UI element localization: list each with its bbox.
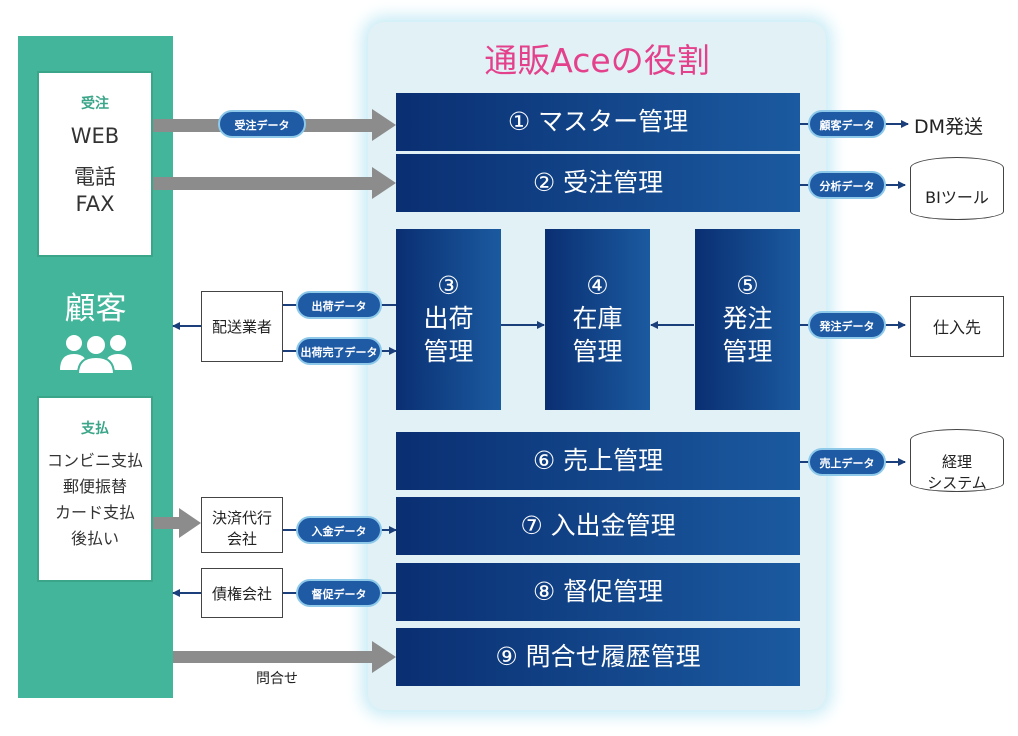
order-box-title: 受注: [81, 96, 109, 112]
dm-sending: DM発送: [914, 116, 984, 138]
module-purchase[interactable]: ⑤ 発注 管理: [695, 229, 800, 410]
payment-box-title: 支払: [81, 421, 109, 437]
module-inventory-line2: 管理: [572, 337, 623, 366]
pill-sales-data: 売上データ: [808, 448, 886, 476]
module-shipping-num: ③: [437, 271, 460, 300]
module-shipping-line2: 管理: [423, 337, 474, 366]
order-channels-box: 受注 WEB 電話 FAX: [37, 71, 153, 257]
diagram-title: 通販Aceの役割: [484, 41, 710, 80]
module-sales[interactable]: ⑥ 売上管理: [396, 432, 800, 490]
pill-payment-data: 入金データ: [296, 516, 382, 544]
delivery-company: 配送業者: [201, 291, 283, 362]
module-purchase-num: ⑤: [736, 271, 759, 300]
payment-agent-line2: 会社: [226, 530, 257, 548]
pill-shipping-data: 出荷データ: [296, 291, 382, 319]
pill-customer-data: 顧客データ: [808, 110, 886, 138]
payment-convenience: コンビニ支払: [46, 451, 143, 470]
module-payments[interactable]: ⑦ 入出金管理: [396, 497, 800, 555]
module-inquiry-history[interactable]: ⑨ 問合せ履歴管理: [396, 628, 800, 686]
accounting-system: 経理 システム: [910, 440, 1004, 492]
customer-label: 顧客: [64, 291, 127, 327]
module-order[interactable]: ② 受注管理: [396, 154, 800, 212]
module-inventory[interactable]: ④ 在庫 管理: [545, 229, 650, 410]
bi-tool: BIツール: [910, 168, 1004, 220]
module-dunning[interactable]: ⑧ 督促管理: [396, 563, 800, 621]
pill-shipping-done-data: 出荷完了データ: [296, 337, 382, 365]
module-shipping[interactable]: ③ 出荷 管理: [396, 229, 501, 410]
order-channel-fax: FAX: [75, 192, 115, 216]
module-purchase-line2: 管理: [722, 337, 773, 366]
collection-company: 債権会社: [201, 568, 283, 618]
payment-agent-line1: 決済代行: [211, 509, 272, 527]
accounting-line1: 経理: [941, 453, 972, 471]
pill-analysis-data: 分析データ: [808, 171, 886, 199]
people-icon: [60, 334, 132, 375]
module-inventory-line1: 在庫: [572, 304, 623, 333]
module-master[interactable]: ① マスター管理: [396, 93, 800, 151]
payment-card: カード支払: [54, 503, 135, 522]
pill-purchase-order-data: 発注データ: [808, 311, 886, 339]
pill-order-data: 受注データ: [218, 110, 306, 138]
pill-dunning-data: 督促データ: [296, 579, 382, 607]
order-channel-phone: 電話: [74, 165, 116, 189]
order-channel-web: WEB: [70, 124, 120, 148]
payment-postal: 郵便振替: [62, 477, 127, 496]
payment-deferred: 後払い: [70, 529, 119, 548]
payment-agent: 決済代行 会社: [201, 497, 283, 553]
payment-methods-box: 支払 コンビニ支払 郵便振替 カード支払 後払い: [37, 396, 153, 582]
module-inventory-num: ④: [586, 271, 609, 300]
inquiry-label: 問合せ: [256, 671, 298, 687]
module-shipping-line1: 出荷: [423, 304, 474, 333]
supplier: 仕入先: [910, 296, 1004, 357]
module-purchase-line1: 発注: [722, 304, 773, 333]
accounting-line2: システム: [927, 474, 987, 492]
